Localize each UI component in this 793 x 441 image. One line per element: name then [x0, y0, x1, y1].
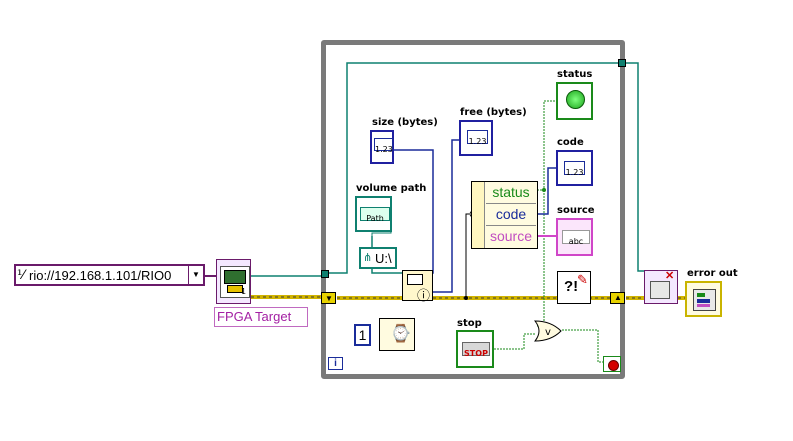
path-constant-icon: ⋔: [363, 252, 373, 264]
loop-tunnel-ref-out: [618, 59, 626, 67]
stop-button-text: STOP: [464, 349, 488, 358]
free-indicator[interactable]: 1.23: [459, 120, 493, 156]
unbundle-code: code: [486, 206, 536, 226]
wait-ms-constant[interactable]: 1: [354, 324, 371, 346]
source-label: source: [557, 205, 595, 216]
abc-text: abc: [568, 237, 584, 246]
while-loop[interactable]: [321, 40, 625, 379]
fpga-ref-wire-out: [625, 62, 645, 272]
visa-resource-control[interactable]: ⅟ rio://192.168.1.101/RIO0 ▼: [14, 264, 205, 286]
or-gate[interactable]: v: [533, 320, 563, 342]
stop-label: stop: [457, 318, 482, 329]
free-label: free (bytes): [460, 107, 527, 118]
path-text: Path: [366, 214, 384, 223]
iteration-text: i: [334, 358, 337, 369]
volume-path-label: volume path: [356, 183, 427, 194]
drive-path-constant[interactable]: ⋔ U:\: [359, 247, 397, 269]
code-num-text: 1.23: [565, 168, 584, 177]
free-wire: [432, 139, 460, 293]
svg-text:v: v: [545, 327, 551, 338]
shift-register-left: ▼: [321, 292, 336, 304]
status-label: status: [557, 69, 593, 80]
error-question-icon: ?!: [564, 278, 579, 295]
code-label: code: [557, 137, 584, 148]
fpga-target-label: FPGA Target: [214, 307, 308, 327]
stop-control[interactable]: STOP: [456, 330, 494, 368]
size-label: size (bytes): [372, 117, 438, 128]
get-volume-info-node[interactable]: ⓘ: [402, 270, 433, 303]
fpga-target-text: FPGA Target: [217, 309, 292, 324]
drive-text: U:\: [375, 251, 392, 266]
error-out-label: error out: [687, 268, 738, 279]
wait-ms-text: 1: [358, 327, 367, 343]
unbundle-status: status: [486, 184, 536, 204]
free-num-text: 1.23: [468, 137, 487, 146]
eraser-icon: ✎: [577, 272, 588, 287]
dropdown-arrow-icon[interactable]: ▼: [188, 266, 203, 284]
visa-resource-icon: ⅟: [17, 267, 25, 282]
visa-resource-value: rio://192.168.1.101/RIO0: [29, 268, 172, 283]
loop-stop-terminal[interactable]: [603, 356, 621, 372]
status-wire: [537, 100, 557, 191]
loop-tunnel-ref-in: [321, 270, 329, 278]
code-wire: [537, 167, 557, 215]
unbundle-source: source: [489, 228, 533, 244]
volume-path-indicator[interactable]: Path: [355, 196, 392, 232]
size-num-text: 1.23: [375, 145, 393, 154]
fpga-ref-wire-top: [327, 62, 621, 274]
source-indicator[interactable]: abc: [556, 218, 593, 256]
shift-register-right: ▲: [610, 292, 625, 304]
iteration-terminal: i: [328, 357, 343, 370]
size-indicator[interactable]: 1.23: [370, 130, 394, 164]
status-indicator[interactable]: [556, 82, 593, 120]
code-indicator[interactable]: 1.23: [556, 150, 593, 186]
close-fpga-reference-node[interactable]: ✕: [644, 270, 678, 304]
close-x-icon: ✕: [665, 270, 675, 282]
open-fpga-reference-node[interactable]: 1: [216, 259, 251, 304]
error-out-indicator[interactable]: [685, 281, 722, 317]
info-icon: ⓘ: [417, 288, 431, 303]
or-out-wire: [562, 329, 606, 363]
clear-errors-node[interactable]: ?! ✎: [557, 271, 591, 304]
unbundle-by-name[interactable]: status code source: [471, 181, 538, 249]
wait-ms-node[interactable]: ⌚: [379, 318, 415, 351]
stopwatch-icon: ⌚: [390, 324, 412, 343]
